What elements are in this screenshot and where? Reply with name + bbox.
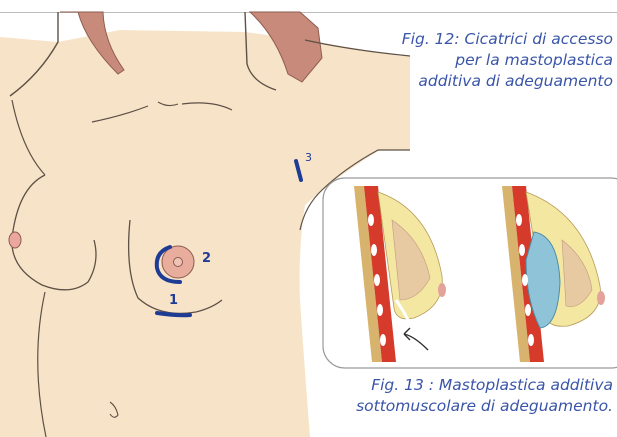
- nipple-left-section: [438, 283, 446, 297]
- nipple-right-section: [597, 291, 605, 305]
- rib-left-4: [377, 304, 383, 316]
- rib-left-2: [371, 244, 377, 256]
- rib-right-2: [519, 244, 525, 256]
- figure-13-caption-line-2: sottomuscolare di adeguamento.: [283, 396, 613, 417]
- figure-13-caption: Fig. 13 : Mastoplastica additiva sottomu…: [283, 375, 613, 417]
- rib-right-1: [516, 214, 522, 226]
- rib-right-3: [522, 274, 528, 286]
- rib-left-5: [380, 334, 386, 346]
- rib-right-5: [528, 334, 534, 346]
- rib-right-4: [525, 304, 531, 316]
- rib-left-3: [374, 274, 380, 286]
- figure-13-caption-line-1: Fig. 13 : Mastoplastica additiva: [283, 375, 613, 396]
- rib-left-1: [368, 214, 374, 226]
